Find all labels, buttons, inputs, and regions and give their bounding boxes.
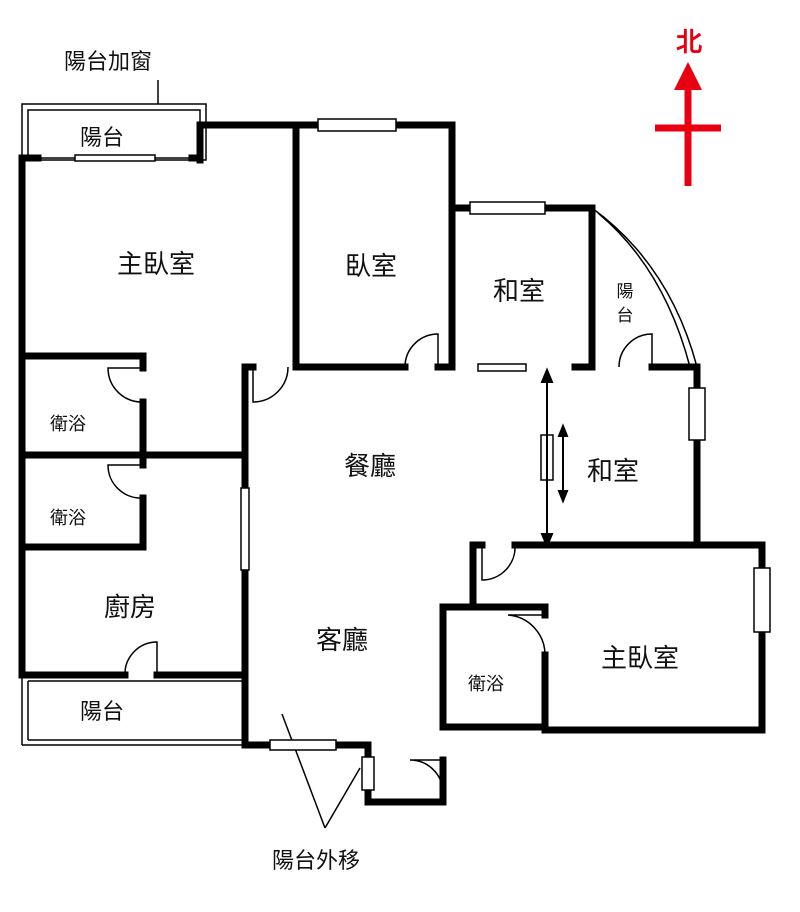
walls <box>18 121 766 806</box>
room-balcony-ne: 陽台 <box>616 282 634 326</box>
room-kitchen: 廚房 <box>104 593 157 623</box>
windows <box>74 118 771 791</box>
room-master-bedroom-se: 主臥室 <box>601 644 680 674</box>
room-bathroom-3: 衛浴 <box>468 674 504 695</box>
room-bathroom-1: 衛浴 <box>50 414 86 435</box>
room-japanese-north: 和室 <box>493 277 546 307</box>
north-arrow <box>655 62 721 186</box>
room-balcony-top: 陽台 <box>80 126 125 151</box>
room-balcony-bottom: 陽台 <box>80 700 125 725</box>
room-bathroom-2: 衛浴 <box>50 508 86 529</box>
room-living: 客廳 <box>316 626 369 656</box>
room-master-bedroom-nw: 主臥室 <box>117 250 196 280</box>
room-japanese-east: 和室 <box>587 457 640 487</box>
room-dining: 餐廳 <box>344 452 397 482</box>
room-bedroom: 臥室 <box>345 252 398 282</box>
north-label: 北 <box>676 28 703 58</box>
doors <box>107 333 653 794</box>
annotation-balcony-window: 陽台加窗 <box>64 50 153 75</box>
annotation-balcony-moved: 陽台外移 <box>272 849 361 874</box>
sliding-arrows <box>540 367 569 549</box>
